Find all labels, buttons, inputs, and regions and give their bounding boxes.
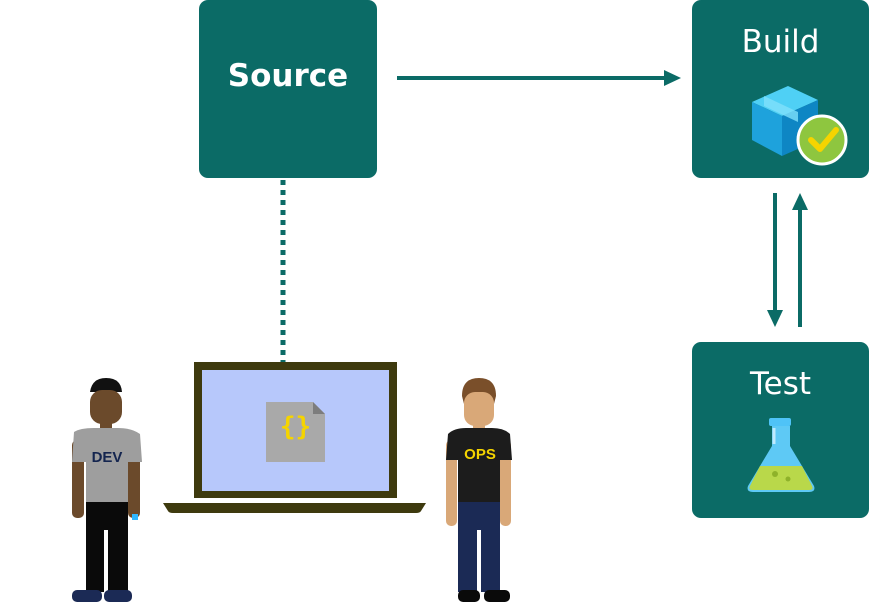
test-node: Test (692, 342, 869, 518)
flask-icon (747, 418, 815, 492)
package-check-icon (752, 86, 848, 166)
build-node-label: Build (741, 24, 820, 60)
build-to-test-arrowhead (767, 310, 783, 327)
source-node: Source (199, 0, 377, 178)
dev-shirt-label: DEV (91, 449, 123, 466)
source-to-build-arrowhead (664, 70, 681, 86)
ops-shirt-label: OPS (464, 446, 496, 463)
test-node-label: Test (749, 366, 812, 402)
test-to-build-arrowhead (792, 193, 808, 210)
build-node: Build (692, 0, 869, 178)
source-node-label: Source (227, 58, 349, 94)
code-file-glyph: {} (279, 412, 312, 442)
